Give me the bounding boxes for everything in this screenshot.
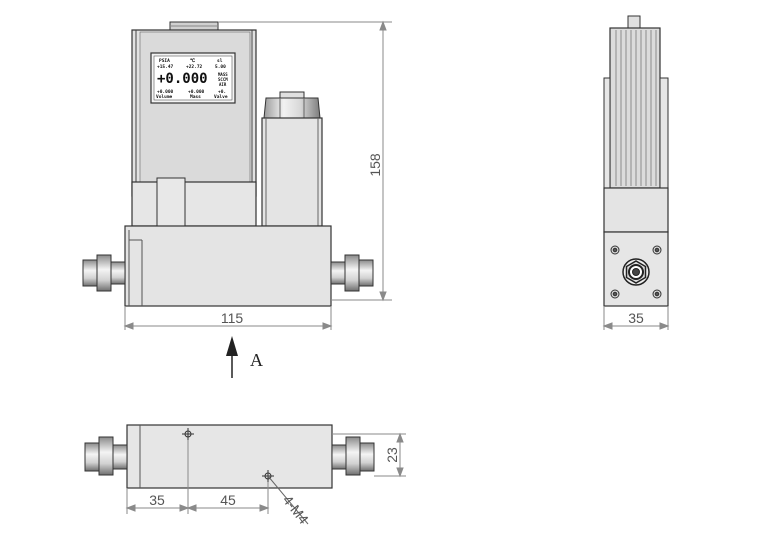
lcd-side-2: SCCM bbox=[218, 77, 228, 82]
depth-label: 23 bbox=[384, 447, 400, 463]
lcd-r1-c3: sl bbox=[217, 58, 223, 64]
height-dimension bbox=[218, 20, 392, 302]
lcd-r4-c2: +0.000 bbox=[188, 89, 205, 95]
lcd-r5-c3: Valve bbox=[214, 94, 228, 100]
cooling-fins bbox=[615, 30, 657, 186]
lcd-r4-c1: +0.000 bbox=[157, 89, 174, 95]
width-dimension bbox=[123, 306, 333, 330]
valve-assembly bbox=[261, 91, 323, 227]
height-label: 158 bbox=[367, 153, 383, 177]
lcd-r1-c1: PSIA bbox=[159, 58, 170, 64]
front-view: PSIA ℃ sl +15.47 +22.72 5.00 +0.000 MASS… bbox=[82, 20, 392, 378]
lcd-side-3: AIR bbox=[219, 82, 227, 87]
side-width-label: 35 bbox=[628, 310, 644, 326]
view-arrow-label: A bbox=[250, 350, 263, 370]
view-arrow bbox=[226, 336, 238, 378]
bottom-left-fitting bbox=[84, 436, 128, 476]
depth-dimension bbox=[332, 432, 406, 478]
bottom-x-dimensions bbox=[125, 440, 270, 514]
side-housing bbox=[609, 27, 661, 189]
lcd-main-value: +0.000 bbox=[157, 71, 208, 87]
bottom-offset-2-label: 45 bbox=[220, 492, 236, 508]
lcd-r4-c3: +0. bbox=[218, 89, 226, 95]
lcd-r5-c1: Volume bbox=[156, 94, 173, 100]
side-base bbox=[603, 187, 669, 233]
side-view: 35 bbox=[602, 15, 670, 330]
port-fitting bbox=[622, 258, 650, 286]
bottom-right-fitting bbox=[331, 436, 375, 476]
mounting-hole-1 bbox=[182, 428, 194, 440]
left-fitting bbox=[82, 254, 126, 292]
mounting-screws bbox=[610, 245, 662, 299]
hole-leader-line bbox=[267, 475, 309, 525]
bottom-flow-body bbox=[126, 424, 333, 489]
width-label: 115 bbox=[221, 310, 244, 326]
bottom-offset-1-label: 35 bbox=[149, 492, 165, 508]
lcd-r5-c2: Mass bbox=[190, 94, 201, 100]
right-fitting bbox=[330, 254, 374, 292]
lcd-r2-c2: +22.72 bbox=[186, 64, 203, 70]
bottom-view: 35 45 23 4-M4 bbox=[84, 424, 406, 527]
lcd-display: PSIA ℃ sl +15.47 +22.72 5.00 +0.000 MASS… bbox=[150, 52, 236, 104]
lcd-side-1: MASS bbox=[218, 72, 228, 77]
hole-callout-label: 4-M4 bbox=[280, 492, 312, 527]
lcd-r2-c1: +15.47 bbox=[157, 64, 174, 70]
flow-body bbox=[124, 225, 332, 307]
housing-base bbox=[131, 181, 257, 227]
lcd-r1-c2: ℃ bbox=[190, 57, 196, 64]
lcd-r2-c3: 5.00 bbox=[215, 64, 226, 70]
side-width-dimension bbox=[602, 306, 670, 330]
